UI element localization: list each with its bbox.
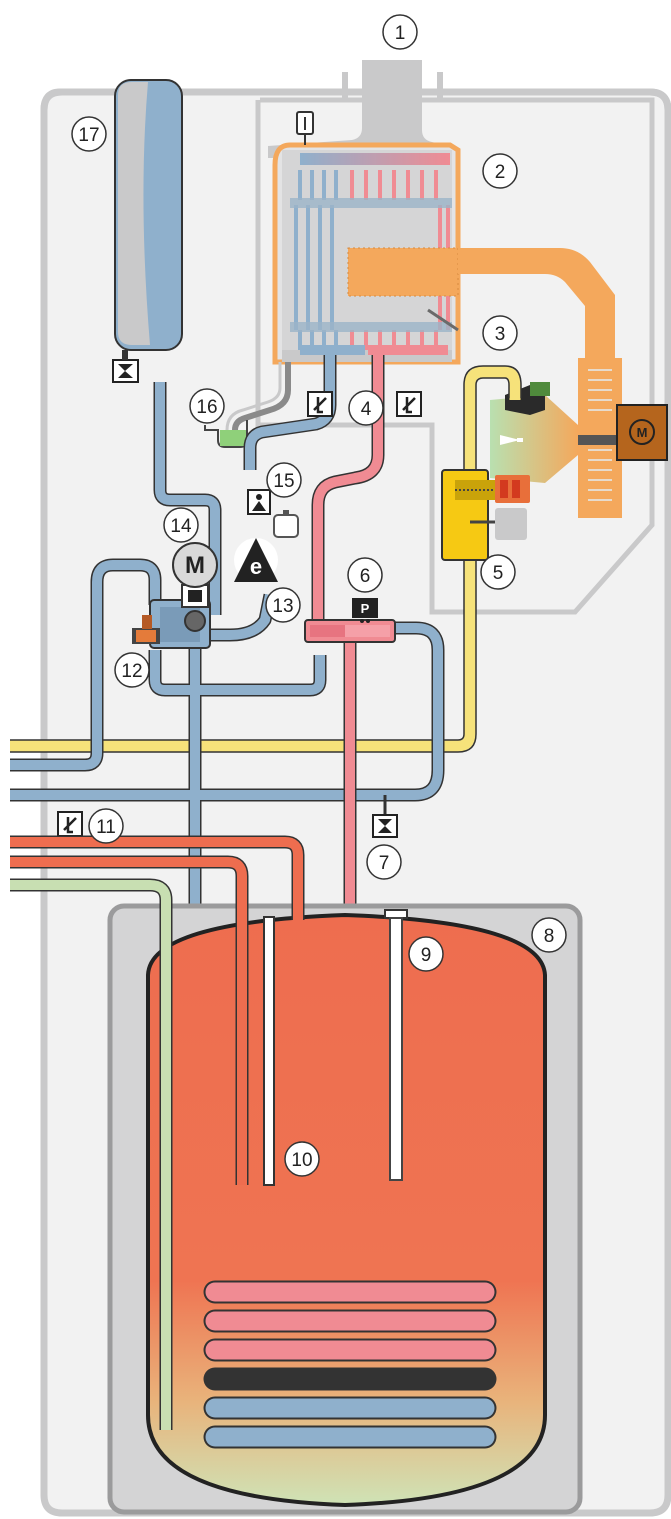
hydraulic-header (305, 620, 395, 642)
callout-9: 9 (409, 937, 443, 971)
callout-number: 1 (395, 23, 406, 44)
callout-1: 1 (383, 15, 417, 49)
callout-number: 12 (121, 661, 142, 682)
callout-15: 15 (267, 463, 301, 497)
callout-number: 6 (360, 566, 371, 587)
callout-number: 11 (96, 817, 116, 838)
callout-number: 3 (495, 324, 506, 345)
callout-2: 2 (483, 154, 517, 188)
callout-number: 4 (361, 399, 372, 420)
callout-number: 9 (421, 945, 432, 966)
callout-17: 17 (72, 117, 106, 151)
pump-label: e (250, 554, 262, 579)
callout-4: 4 (349, 391, 383, 425)
callout-10: 10 (285, 1142, 319, 1176)
circulation-pump: e (234, 538, 278, 582)
callout-number: 8 (544, 926, 555, 947)
callout-13: 13 (266, 588, 300, 622)
callout-number: 15 (273, 471, 294, 492)
callout-number: 2 (495, 162, 506, 183)
fan-motor-label: M (637, 425, 648, 440)
valve-motor-label: M (185, 552, 205, 579)
service-valve-icon (113, 360, 138, 382)
callout-7: 7 (367, 845, 401, 879)
return-temperature-sensor (397, 392, 421, 416)
callout-number: 5 (493, 563, 504, 584)
callout-number: 14 (170, 516, 192, 537)
callout-6: 6 (348, 558, 382, 592)
callout-12: 12 (115, 653, 149, 687)
callout-14: 14 (164, 508, 198, 542)
dhw-temperature-sensor (58, 812, 82, 836)
callout-number: 17 (78, 125, 99, 146)
sensor-pocket (264, 917, 274, 1185)
pressure-sensor-label: P (361, 601, 370, 616)
callout-number: 7 (379, 853, 390, 874)
callout-11: 11 (89, 809, 123, 843)
callout-5: 5 (481, 555, 515, 589)
flow-temperature-sensor (308, 392, 332, 416)
heat-exchanger (275, 112, 458, 362)
callout-number: 16 (196, 397, 217, 418)
callout-16: 16 (190, 389, 224, 423)
expansion-vessel (113, 80, 182, 382)
callout-8: 8 (532, 918, 566, 952)
callout-number: 10 (291, 1150, 312, 1171)
callout-number: 13 (272, 596, 293, 617)
callout-3: 3 (483, 316, 517, 350)
